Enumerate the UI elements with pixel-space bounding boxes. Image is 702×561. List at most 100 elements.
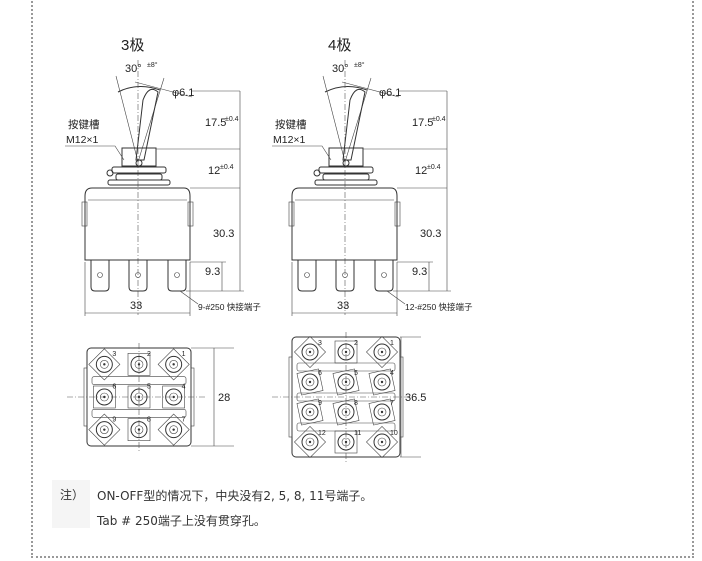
terminal-circle <box>301 403 319 421</box>
toggle-lever <box>135 88 159 161</box>
terminal-circle <box>373 403 391 421</box>
terminal-dot <box>308 440 312 444</box>
terminal-inner <box>341 407 351 417</box>
terminal-circle <box>373 343 391 361</box>
terminal-number: 3 <box>112 351 116 358</box>
terminal-number: 6 <box>112 384 116 391</box>
terminal-inner <box>134 392 144 402</box>
terminal-leader <box>386 290 406 305</box>
pivot <box>135 159 143 167</box>
terminal-circle <box>165 355 183 373</box>
angle-tolerance: ±8° <box>354 61 365 69</box>
dim-bushing: 12 <box>208 165 220 177</box>
terminal-inner <box>341 377 351 387</box>
terminal-inner <box>169 425 178 434</box>
terminal-outline <box>294 336 326 368</box>
terminal-dot <box>137 395 141 399</box>
content-frame <box>31 0 694 558</box>
terminal-outline <box>334 430 358 454</box>
terminal-dot <box>344 380 348 384</box>
washer <box>318 166 374 174</box>
terminal-hole <box>97 272 103 278</box>
terminal-label: 12-#250 快接端子 <box>405 302 473 312</box>
terminal-inner <box>134 425 144 434</box>
terminal-outline <box>88 413 121 446</box>
terminal-outline <box>334 340 358 364</box>
keyway-leader <box>65 145 125 161</box>
terminal-number: 2 <box>354 340 358 347</box>
terminal-circle <box>337 343 355 361</box>
terminal-inner <box>100 425 109 434</box>
terminal-circle <box>373 433 391 451</box>
diameter-dim: φ6.1 <box>172 87 194 99</box>
note-line-1: ON-OFF型的情况下，中央没有2, 5, 8, 11号端子。 <box>97 489 373 503</box>
washer-2 <box>314 179 378 186</box>
terminal-dot <box>103 363 106 366</box>
terminal-number: 9 <box>318 400 322 407</box>
terminal-inner <box>305 347 315 357</box>
terminal-outline <box>368 398 396 426</box>
terminal-outline <box>332 368 360 396</box>
dim-width: 33 <box>337 300 349 312</box>
terminal-outline <box>88 348 121 381</box>
terminal-circle <box>165 421 183 439</box>
diameter-dim: φ6.1 <box>379 87 401 99</box>
terminal-outline <box>332 398 360 426</box>
terminal-hole <box>304 272 310 278</box>
terminal-leader <box>179 290 199 305</box>
terminal-circle <box>301 373 319 391</box>
pole-title: 4极 <box>328 37 351 54</box>
terminal-number: 1 <box>182 351 186 358</box>
dim-height: 30.3 <box>420 228 441 240</box>
bottom-dim: 36.5 <box>405 392 426 404</box>
terminal-number: 4 <box>182 384 186 391</box>
terminal-number: 3 <box>318 340 322 347</box>
dim-bushing-tol: ±0.4 <box>427 164 441 171</box>
terminal-dot <box>344 350 348 354</box>
terminal-dot <box>308 380 312 384</box>
dim-handle-tol: ±0.4 <box>432 116 446 123</box>
dim-handle-tol: ±0.4 <box>225 116 239 123</box>
terminal-hole <box>174 272 180 278</box>
thread-label: M12×1 <box>66 134 99 146</box>
body-clip-right <box>187 201 194 227</box>
terminal-inner <box>305 437 315 447</box>
terminal-outline <box>296 368 324 396</box>
dim-handle: 17.5 <box>412 117 433 129</box>
body-clip-left <box>288 201 295 227</box>
terminal-inner <box>305 377 315 387</box>
angle-line-right <box>137 77 165 163</box>
terminal-inner <box>377 437 387 447</box>
terminal-circle <box>337 373 355 391</box>
terminal-dot <box>344 440 348 444</box>
terminal-inner <box>169 392 178 402</box>
note-line-2: Tab # 250端子上没有贯穿孔。 <box>97 514 266 528</box>
bushing-nut <box>121 147 157 167</box>
terminal-number: 4 <box>390 370 394 377</box>
terminal-outline <box>127 418 151 441</box>
angle-tolerance: ±8° <box>147 61 158 69</box>
terminal-inner <box>341 437 351 447</box>
dim-terminal: 9.3 <box>412 266 427 278</box>
terminal-dot <box>380 380 384 384</box>
terminal-inner <box>305 407 315 417</box>
terminal-number: 12 <box>318 430 326 437</box>
terminal-dot <box>103 395 106 399</box>
terminal-number: 2 <box>147 351 151 358</box>
pivot <box>342 159 350 167</box>
terminal-inner <box>134 360 144 369</box>
switch-body <box>291 187 398 261</box>
angle-dim: 30° <box>125 63 142 75</box>
terminal-dot <box>308 410 312 414</box>
bottom-dim: 28 <box>218 392 230 404</box>
terminal-outline <box>162 385 185 409</box>
terminal-dot <box>103 428 106 431</box>
dim-handle: 17.5 <box>205 117 226 129</box>
terminal-dot <box>172 395 175 399</box>
terminal-outline <box>366 426 398 458</box>
terminal-outline <box>296 398 324 426</box>
terminal-inner <box>100 392 109 402</box>
diameter-leader <box>134 81 193 98</box>
nut <box>115 173 163 181</box>
